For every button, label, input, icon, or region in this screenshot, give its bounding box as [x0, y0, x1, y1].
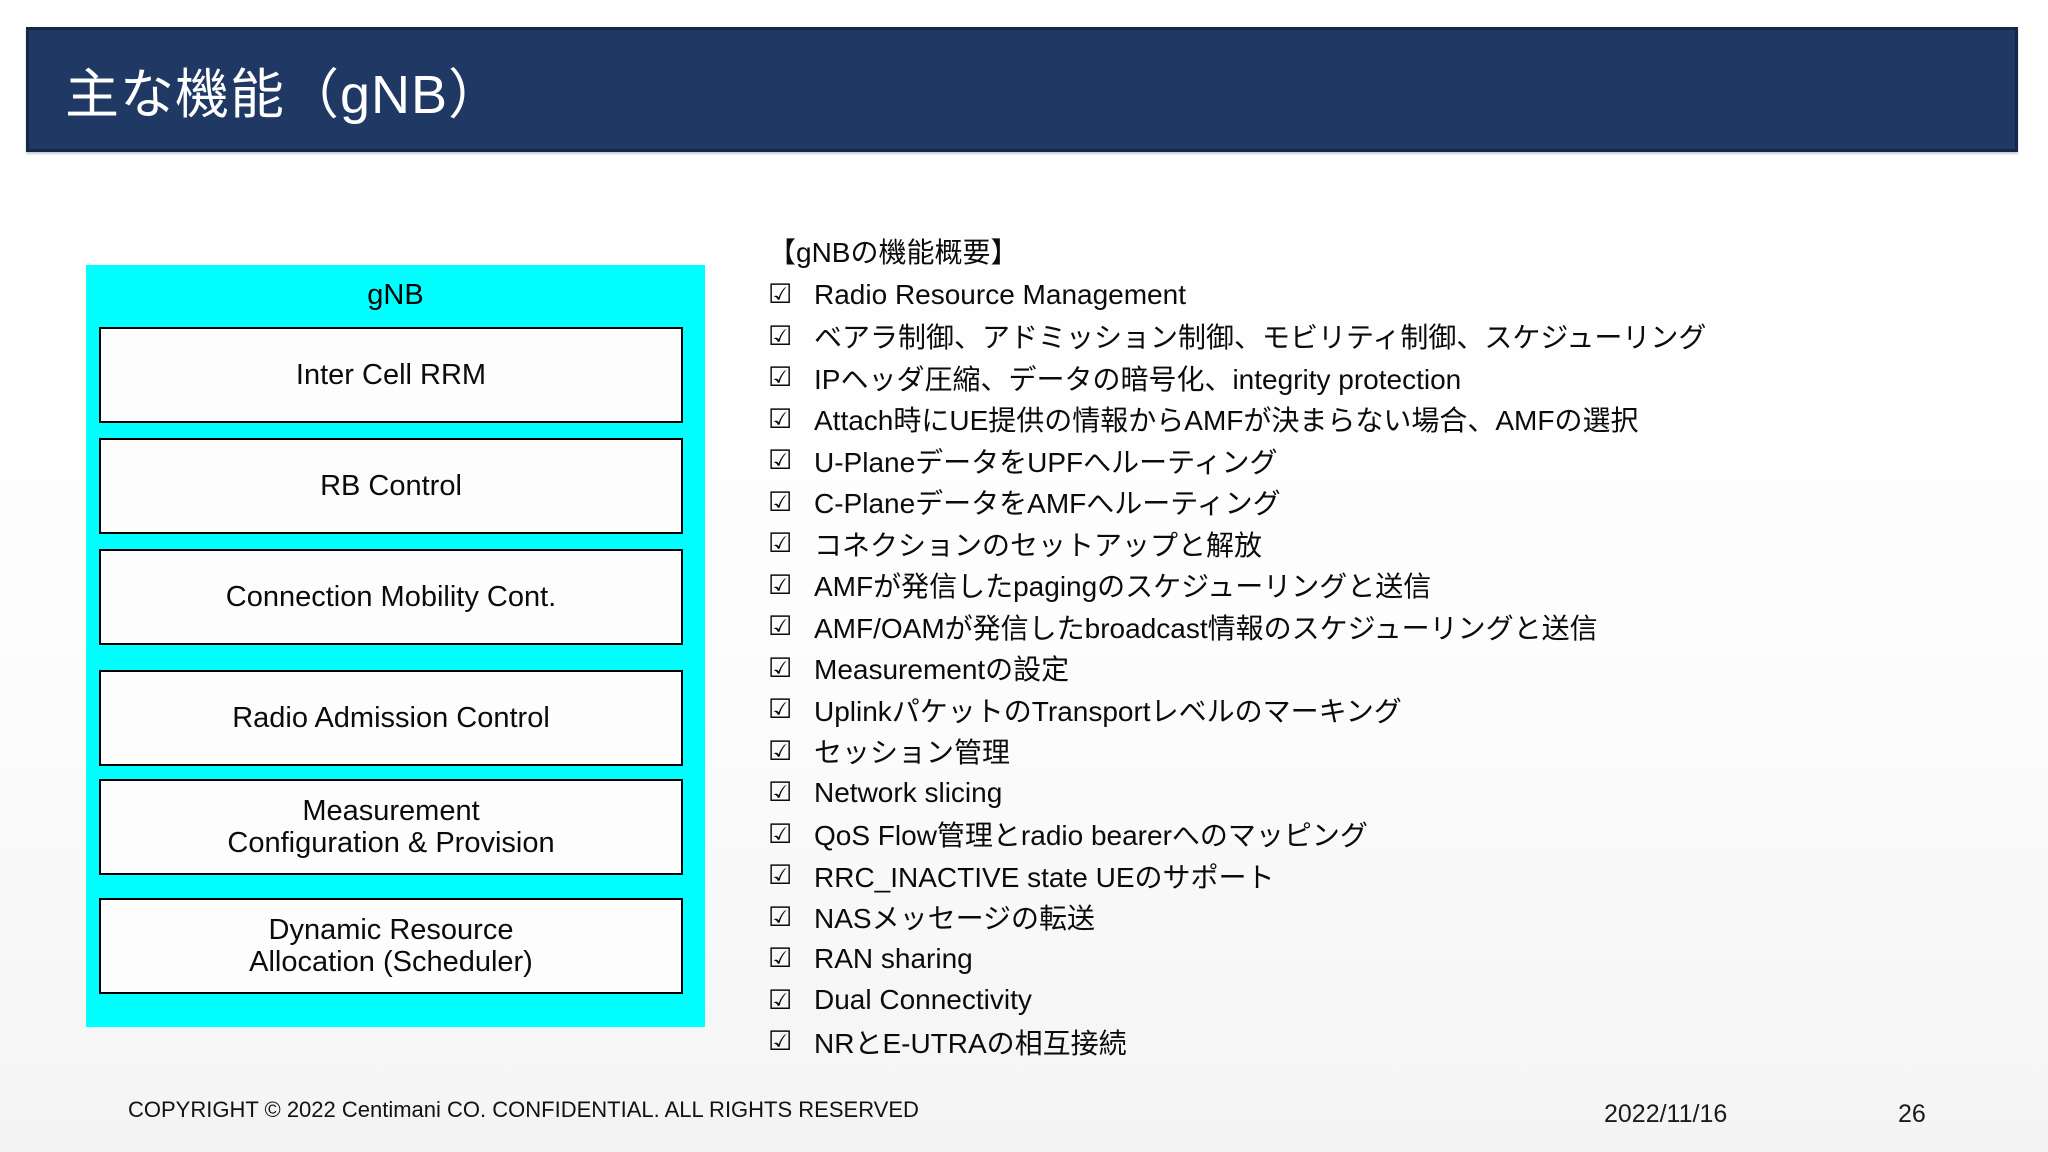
gnb-function-box: Inter Cell RRM	[99, 327, 683, 423]
checklist-item-text: Attach時にUE提供の情報からAMFが決まらない場合、AMFの選択	[814, 405, 1639, 437]
checklist-item-text: コネクションのセットアップと解放	[814, 529, 1263, 561]
checklist-item: ☑ IPヘッダ圧縮、データの暗号化、integrity protection	[768, 357, 2008, 399]
checked-checkbox-icon: ☑	[768, 320, 793, 351]
checklist-item-text: RAN sharing	[814, 942, 973, 974]
checklist-item: ☑ AMF/OAMが発信したbroadcast情報のスケジューリングと送信	[768, 606, 2008, 648]
checklist-item-text: QoS Flow管理とradio bearerへのマッピング	[814, 820, 1368, 852]
checked-checkbox-icon: ☑	[768, 445, 793, 476]
checked-checkbox-icon: ☑	[768, 403, 793, 434]
checklist-item: ☑ C-PlaneデータをAMFへルーティング	[768, 482, 2008, 524]
checklist-item: ☑ セッション管理	[768, 731, 2008, 773]
gnb-function-box: Connection Mobility Cont.	[99, 549, 683, 645]
checklist-item: ☑ Attach時にUE提供の情報からAMFが決まらない場合、AMFの選択	[768, 399, 2008, 441]
checklist-item: ☑ Dual Connectivity	[768, 980, 2008, 1022]
checklist-item: ☑ QoS Flow管理とradio bearerへのマッピング	[768, 814, 2008, 856]
checklist-item-text: Radio Resource Management	[814, 278, 1186, 310]
checked-checkbox-icon: ☑	[768, 818, 793, 849]
checklist-items: ☑ Radio Resource Management ☑ ベアラ制御、アドミッ…	[768, 274, 2008, 1063]
checked-checkbox-icon: ☑	[768, 486, 793, 517]
checklist-item-text: ベアラ制御、アドミッション制御、モビリティ制御、スケジューリング	[814, 322, 1707, 354]
checked-checkbox-icon: ☑	[768, 984, 793, 1015]
checklist-item-text: Measurementの設定	[814, 654, 1070, 686]
gnb-feature-checklist: 【gNBの機能概要】 ☑ Radio Resource Management ☑…	[768, 232, 2008, 1063]
footer-date: 2022/11/16	[1604, 1100, 1728, 1128]
page-title: 主な機能（gNB）	[65, 65, 504, 125]
checklist-item: ☑ ベアラ制御、アドミッション制御、モビリティ制御、スケジューリング	[768, 316, 2008, 358]
checked-checkbox-icon: ☑	[768, 652, 793, 683]
gnb-function-label: Connection Mobility Cont.	[225, 581, 557, 613]
checklist-item: ☑ Measurementの設定	[768, 648, 2008, 690]
checklist-item-text: Dual Connectivity	[814, 984, 1032, 1016]
gnb-function-label: Radio Admission Control	[232, 702, 550, 734]
checklist-item: ☑ UplinkパケットのTransportレベルのマーキング	[768, 689, 2008, 731]
checked-checkbox-icon: ☑	[768, 611, 793, 642]
checklist-item-text: IPヘッダ圧縮、データの暗号化、integrity protection	[814, 363, 1462, 395]
checklist-item: ☑ Radio Resource Management	[768, 274, 2008, 316]
checked-checkbox-icon: ☑	[768, 528, 793, 559]
gnb-function-box: Radio Admission Control	[99, 670, 683, 766]
checked-checkbox-icon: ☑	[768, 694, 793, 725]
footer-copyright: COPYRIGHT © 2022 Centimani CO. CONFIDENT…	[128, 1097, 919, 1122]
gnb-function-label: Inter Cell RRM	[295, 359, 487, 391]
checklist-item-text: AMF/OAMが発信したbroadcast情報のスケジューリングと送信	[814, 612, 1598, 644]
checklist-item: ☑ コネクションのセットアップと解放	[768, 523, 2008, 565]
checklist-item: ☑ NRとE-UTRAの相互接続	[768, 1021, 2008, 1063]
checklist-item-text: U-PlaneデータをUPFへルーティング	[814, 446, 1278, 478]
gnb-function-box: RB Control	[99, 438, 683, 534]
checked-checkbox-icon: ☑	[768, 943, 793, 974]
gnb-function-label: Measurement Configuration & Provision	[227, 795, 555, 859]
gnb-function-box: Measurement Configuration & Provision	[99, 779, 683, 875]
gnb-diagram-panel: gNB Inter Cell RRM RB Control Connection…	[86, 265, 705, 1027]
checklist-item-text: C-PlaneデータをAMFへルーティング	[814, 488, 1281, 520]
checklist-item-text: Network slicing	[814, 776, 1003, 808]
checklist-item: ☑ NASメッセージの転送	[768, 897, 2008, 939]
title-bar: 主な機能（gNB）	[26, 27, 2018, 152]
gnb-function-label: Dynamic Resource Allocation (Scheduler)	[249, 914, 533, 978]
checklist-item-text: RRC_INACTIVE state UEのサポート	[814, 861, 1275, 893]
checklist-item-text: NRとE-UTRAの相互接続	[814, 1027, 1127, 1059]
checklist-item-text: NASメッセージの転送	[814, 903, 1096, 935]
checklist-item: ☑ Network slicing	[768, 772, 2008, 814]
footer-page-number: 26	[1898, 1100, 1926, 1128]
checklist-item: ☑ U-PlaneデータをUPFへルーティング	[768, 440, 2008, 482]
checklist-item: ☑ RAN sharing	[768, 938, 2008, 980]
checklist-item-text: AMFが発信したpagingのスケジューリングと送信	[814, 571, 1432, 603]
checklist-item: ☑ AMFが発信したpagingのスケジューリングと送信	[768, 565, 2008, 607]
checked-checkbox-icon: ☑	[768, 362, 793, 393]
checklist-item-text: UplinkパケットのTransportレベルのマーキング	[814, 695, 1402, 727]
checked-checkbox-icon: ☑	[768, 901, 793, 932]
checked-checkbox-icon: ☑	[768, 860, 793, 891]
checklist-heading: 【gNBの機能概要】	[768, 237, 1019, 268]
checklist-item: ☑ RRC_INACTIVE state UEのサポート	[768, 855, 2008, 897]
gnb-panel-label: gNB	[367, 279, 424, 311]
checked-checkbox-icon: ☑	[768, 777, 793, 808]
checked-checkbox-icon: ☑	[768, 569, 793, 600]
checked-checkbox-icon: ☑	[768, 279, 793, 310]
gnb-function-label: RB Control	[320, 470, 462, 502]
gnb-function-box: Dynamic Resource Allocation (Scheduler)	[99, 898, 683, 994]
checked-checkbox-icon: ☑	[768, 1026, 793, 1057]
checklist-item-text: セッション管理	[814, 737, 1011, 769]
checked-checkbox-icon: ☑	[768, 735, 793, 766]
gnb-function-box-list: Inter Cell RRM RB Control Connection Mob…	[86, 265, 705, 1027]
